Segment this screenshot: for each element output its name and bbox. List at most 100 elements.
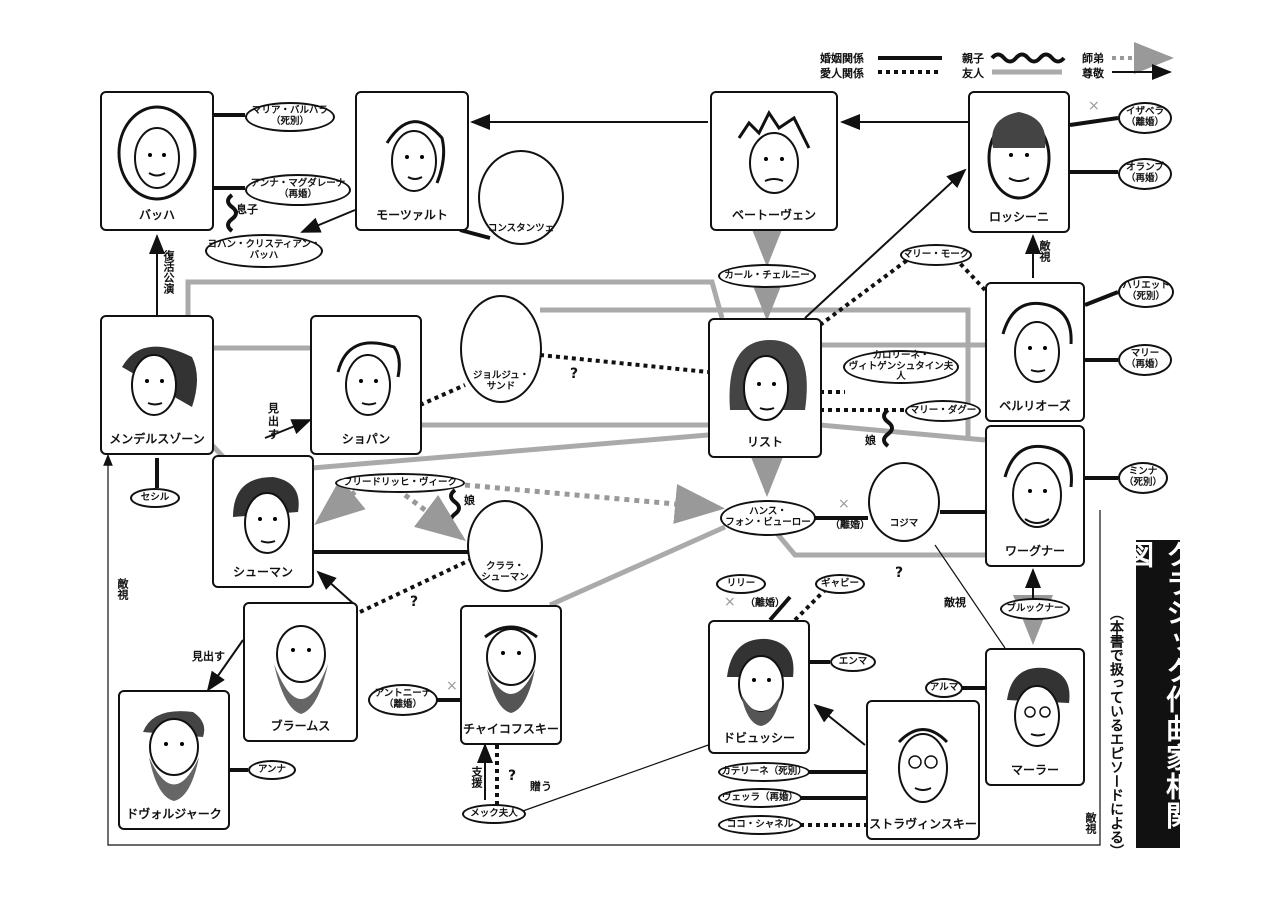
debussy-portrait — [727, 638, 794, 726]
legend-marriage-label: 婚姻関係 — [820, 52, 864, 65]
hostile-label-2: 敵視 — [116, 578, 129, 600]
beethoven-name: ベートーヴェン — [731, 208, 816, 222]
wagner-portrait — [1003, 444, 1073, 528]
support-label: 支援 — [470, 766, 483, 788]
liszt-portrait — [729, 340, 807, 421]
maria-barbara-oval: マリア・バルバラ （死別） — [245, 102, 335, 132]
composer-dvorak: ドヴォルジャーク — [118, 690, 230, 830]
gaby-oval: ギャビー — [815, 574, 865, 594]
composer-tchaikovsky: チャイコフスキー — [460, 605, 562, 745]
tchaikovsky-name: チャイコフスキー — [463, 722, 559, 736]
son-label: 息子 — [236, 203, 258, 216]
friend-line — [185, 279, 725, 319]
friend-line — [311, 432, 709, 471]
bach-portrait — [117, 105, 197, 201]
mozart-portrait — [385, 120, 446, 192]
carolyne-oval: カロリーネ・ ヴィトゲンシュタイン夫人 — [843, 350, 959, 384]
lilly-oval: リリー — [716, 574, 766, 594]
diagram-title: クラシック作曲家相関図 — [1122, 540, 1195, 848]
hostile-label-1: 敵視 — [1038, 240, 1051, 262]
hostile-label-4: 敵視 — [1084, 812, 1097, 834]
beethoven-portrait — [737, 110, 811, 194]
bruckner-oval: ブルックナー — [1000, 598, 1070, 620]
legend-friend-label: 友人 — [962, 67, 984, 80]
divorce-x-icon: × — [1088, 98, 1100, 114]
question-mark: ? — [508, 768, 517, 784]
daughter-label-1: 娘 — [464, 494, 475, 507]
lilly-divorce-label: （離婚） — [745, 598, 785, 609]
dvorak-name: ドヴォルジャーク — [126, 807, 222, 821]
constanze-portrait: コンスタンツェ — [478, 150, 564, 245]
vera-oval: ヴェッラ（再婚） — [718, 788, 802, 808]
mahler-portrait — [1007, 667, 1070, 747]
composer-berlioz: ベルリオーズ — [985, 282, 1085, 422]
legend-teacher-label: 師弟 — [1082, 52, 1104, 65]
divorce-x-icon: × — [838, 496, 850, 512]
brahms-portrait — [273, 625, 328, 714]
chopin-portrait — [336, 341, 401, 416]
dvorak-portrait — [143, 711, 205, 801]
mahler-name: マーラー — [1010, 763, 1059, 777]
liszt-name: リスト — [746, 435, 783, 449]
revival-label: 復活公演 — [162, 250, 175, 294]
brahms-name: ブラームス — [270, 719, 331, 733]
chopin-name: ショパン — [341, 432, 391, 446]
composer-beethoven: ベートーヴェン — [710, 91, 838, 231]
composer-bach: バッハ — [100, 91, 214, 231]
mendelssohn-name: メンデルスゾーン — [109, 432, 205, 446]
diagram-subtitle: （本書で扱っているエピソードによる） — [1108, 606, 1124, 858]
meck-oval: メック夫人 — [462, 804, 526, 824]
emma-oval: エンマ — [830, 652, 876, 672]
berlioz-portrait — [1001, 301, 1073, 383]
wagner-name: ワーグナー — [1004, 544, 1065, 558]
anna-magdalena-oval: アンナ・マグダレーナ （再婚） — [245, 174, 351, 206]
composer-mozart: モーツァルト — [355, 91, 469, 231]
wieck-oval: フリードリッヒ・ヴィーク — [335, 473, 465, 493]
jc-bach-oval: ヨハン・クリスティアン・ バッハ — [205, 234, 323, 268]
legend-affair-label: 愛人関係 — [820, 67, 864, 80]
coco-oval: ココ・シャネル — [718, 815, 802, 835]
czerny-oval: カール・チェルニー — [718, 264, 816, 288]
marie-berlioz-oval: マリー （再婚） — [1118, 344, 1172, 376]
composer-schumann: シューマン — [212, 455, 314, 588]
send-label: 贈う — [530, 780, 552, 793]
schumann-name: シューマン — [232, 565, 293, 579]
debussy-name: ドビュッシー — [722, 731, 795, 745]
friend-line — [548, 524, 727, 608]
discover-label-1: 見出す — [268, 402, 279, 442]
composer-mendelssohn: メンデルスゾーン — [100, 315, 214, 455]
divorce-x-icon: × — [724, 594, 736, 610]
daughter-label-2: 娘 — [865, 434, 876, 447]
rossini-name: ロッシーニ — [988, 210, 1049, 224]
cecile-oval: セシル — [130, 488, 180, 508]
george-sand-name: ジョルジュ・ サンド — [472, 370, 530, 393]
bulow-divorce-label: （離婚） — [830, 520, 870, 531]
marie-dagoult-oval: マリー・ダグー — [905, 400, 981, 422]
mozart-name: モーツァルト — [376, 208, 448, 222]
berlioz-name: ベルリオーズ — [999, 399, 1071, 413]
clara-name: クララ・ シューマン — [481, 561, 529, 584]
composer-mahler: マーラー — [985, 648, 1085, 786]
antonina-oval: アントニーナ （離婚） — [368, 684, 438, 716]
composer-rossini: ロッシーニ — [968, 91, 1070, 233]
friend-line — [819, 422, 986, 443]
harriet-oval: ハリエット （死別） — [1118, 276, 1174, 308]
george-sand-portrait: ジョルジュ・ サンド — [460, 295, 542, 403]
rossini-portrait — [987, 112, 1051, 200]
question-mark: ? — [895, 565, 904, 581]
anna-dvorak-oval: アンナ — [248, 760, 296, 780]
legend-respect-label: 尊敬 — [1082, 67, 1104, 80]
minna-oval: ミンナ （死別） — [1118, 462, 1168, 494]
hostile-label-3: 敵視 — [944, 596, 966, 609]
stravinsky-portrait — [897, 728, 949, 803]
alma-oval: アルマ — [925, 678, 963, 698]
composer-wagner: ワーグナー — [985, 425, 1085, 567]
composer-stravinsky: ストラヴィンスキー — [866, 700, 980, 840]
composer-debussy: ドビュッシー — [708, 620, 810, 754]
composer-chopin: ショパン — [310, 315, 422, 455]
legend-parent-child-label: 親子 — [962, 52, 984, 65]
composer-brahms: ブラームス — [243, 602, 358, 742]
tchaikovsky-portrait — [484, 625, 538, 713]
